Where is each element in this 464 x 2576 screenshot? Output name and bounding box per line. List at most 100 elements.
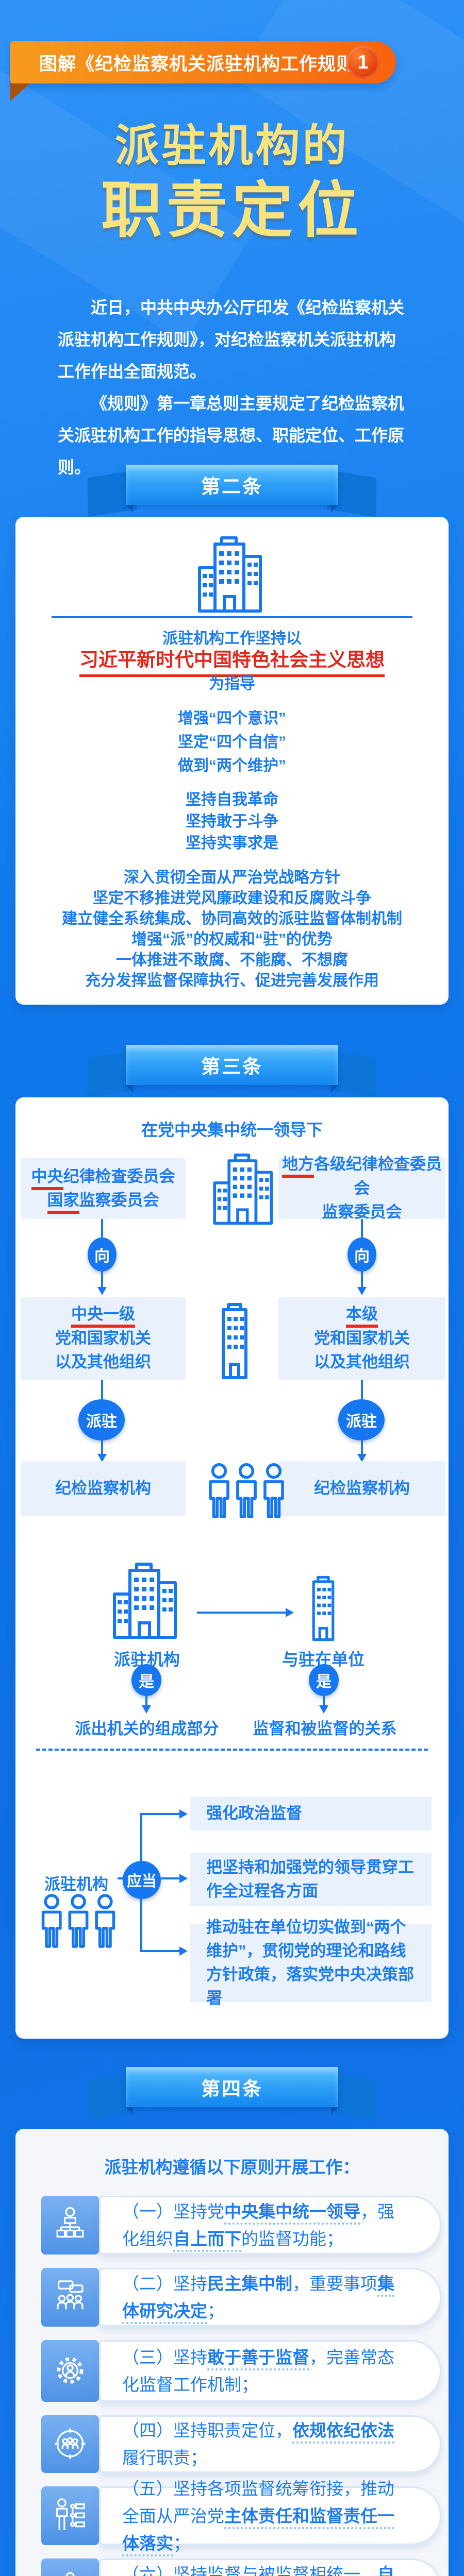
highlight-text: 习近平新时代中国特色社会主义思想: [79, 649, 385, 677]
banner-label: 第三条: [126, 1045, 338, 1085]
local-rest: 各级纪律检查委员会: [314, 1155, 442, 1197]
organ-line: 党和国家机关: [314, 1329, 410, 1347]
slogan-line: 坚持自我革命: [186, 791, 278, 808]
dashed-divider: [36, 1749, 428, 1751]
item-text: ；: [173, 2533, 190, 2553]
item-text: ，重要事项: [292, 2274, 377, 2293]
connector-line: [361, 1380, 363, 1399]
connector-line: [197, 1612, 286, 1614]
item-text: ，完善常态化监督工作机制；: [122, 2348, 394, 2394]
arrow-right-icon: [179, 1809, 188, 1819]
yingdang-circle: 应当: [123, 1861, 161, 1899]
article2-highlight: 习近平新时代中国特色社会主义思想: [0, 644, 464, 677]
shi-circle: 是: [309, 1664, 339, 1696]
central-rest: 纪律检查委员会: [63, 1167, 175, 1185]
intro-paragraphs: 近日，中共中央办公厅印发《纪检监察机关派驻机构工作规则》，对纪检监察机关派驻机构…: [58, 292, 408, 483]
item-text: （二）坚持: [122, 2274, 207, 2293]
article4-header: 派驻机构遵循以下原则开展工作：: [104, 2158, 360, 2177]
local-committee-box: 地方各级纪律检查委员会 监察委员会: [278, 1155, 445, 1222]
slogan-line: 做到“两个维护”: [178, 757, 286, 774]
connector-line: [361, 1272, 363, 1287]
item-text: （五）坚持各项监督统筹衔接，推动全面从严治党: [122, 2479, 394, 2526]
connector-line: [361, 1440, 363, 1454]
person-arrows-icon: [41, 2558, 99, 2576]
article2-group2: 坚持自我革命 坚持敢于斗争 坚持实事求是: [0, 789, 464, 854]
arrow-right-icon: [179, 1874, 188, 1883]
item-em: 主体责任和监督责任一体落实: [122, 2506, 394, 2556]
article2-lead: 派驻机构工作坚持以: [162, 630, 302, 647]
building-icon: [209, 1153, 281, 1226]
xiang-circle: 向: [347, 1238, 376, 1272]
arrow-down-icon: [319, 1705, 328, 1714]
central-organ-box: 中央一级 党和国家机关 以及其他组织: [21, 1297, 186, 1380]
people-icon: [205, 1463, 288, 1518]
xiang-circle: 向: [88, 1238, 117, 1272]
organ-line: 以及其他组织: [314, 1353, 410, 1371]
article3-header: 在党中央集中统一领导下: [141, 1121, 323, 1139]
building-icon: [209, 1302, 260, 1380]
people-icon: [40, 1892, 117, 1950]
arrow-down-icon: [357, 1287, 367, 1295]
divider-line: [52, 616, 412, 618]
item-em: 依规依纪依法: [292, 2421, 394, 2444]
intro-p2: 《规则》第一章总则主要规定了纪检监察机关派驻机构工作的指导思想、职能定位、工作原…: [58, 394, 405, 477]
connector-line: [101, 1272, 103, 1287]
central-level-bold: 中央一级: [71, 1305, 135, 1328]
gear-person-icon: [41, 2340, 99, 2402]
central-bold: 中央: [31, 1167, 63, 1190]
banner-article2: 第二条: [88, 465, 376, 517]
ribbon-fold: [10, 83, 30, 101]
verdict-right: 监督和被监督的关系: [253, 1720, 397, 1738]
article2-group1: 增强“四个意识” 坚定“四个自信” 做到“两个维护”: [0, 707, 464, 778]
state-rest: 监察委员会: [79, 1191, 159, 1209]
banner-article4: 第四条: [88, 2067, 376, 2120]
principle-item: （六）坚持监督与被监督相统一，自觉接受各方面监督。: [99, 2558, 441, 2576]
connector-line: [140, 1813, 179, 1815]
item-text: 的监督功能；: [241, 2229, 343, 2248]
article2-group3: 深入贯彻全面从严治党战略方针 坚定不移推进党风廉政建设和反腐败斗争 建立健全系统…: [0, 868, 464, 991]
intro-p1: 近日，中共中央办公厅印发《纪检监察机关派驻机构工作规则》，对纪检监察机关派驻机构…: [58, 298, 405, 381]
local-bold: 地方: [282, 1155, 314, 1178]
arrow-down-icon: [142, 1705, 151, 1714]
banner-fold-left: [126, 1085, 133, 1092]
principle-item: （一）坚持党中央集中统一领导，强化组织自上而下的监督功能；: [99, 2196, 441, 2255]
banner-fold-left: [126, 2107, 133, 2114]
connector-line: [145, 1696, 147, 1705]
principle-item: （五）坚持各项监督统筹衔接，推动全面从严治党主体责任和监督责任一体落实；: [99, 2479, 441, 2556]
page-title-line1: 派驻机构的: [114, 121, 350, 171]
paizhu-circle: 派驻: [78, 1399, 125, 1440]
agency-box: 纪检监察机构: [278, 1461, 445, 1516]
connector-line: [140, 1950, 179, 1952]
person-checklist-icon: [41, 2486, 99, 2545]
item-em: 敢于善于监督: [207, 2348, 309, 2370]
article2-tail: 为指导: [209, 675, 255, 692]
arrow-down-icon: [97, 1454, 107, 1462]
item-em: 自上而下: [173, 2229, 241, 2252]
slogan-line: 一体推进不敢腐、不能腐、不想腐: [116, 952, 348, 969]
dispatched-agency-building-icon: [106, 1562, 188, 1640]
state-bold: 国家: [47, 1191, 79, 1214]
slogan-line: 坚定“四个自信”: [178, 734, 286, 751]
banner-label: 第四条: [126, 2067, 338, 2107]
duty-box: 强化政治监督: [190, 1797, 432, 1831]
bracket-line: [140, 1899, 142, 1952]
slogan-line: 坚定不移推进党风廉政建设和反腐败斗争: [93, 890, 371, 907]
meeting-icon: [41, 2268, 99, 2327]
item-em: 自觉接受各方面监督: [122, 2565, 394, 2576]
verdict-left: 派出机关的组成部分: [75, 1720, 219, 1738]
duty-box: 把坚持和加强党的领导贯穿工作全过程各方面: [190, 1853, 432, 1906]
principle-item: （三）坚持敢于善于监督，完善常态化监督工作机制；: [99, 2340, 441, 2402]
shi-circle: 是: [131, 1664, 161, 1696]
part-number-badge: 1: [346, 46, 379, 79]
paizhu-circle: 派驻: [338, 1399, 385, 1440]
banner-fold-right: [331, 505, 338, 512]
slogan-line: 增强“四个意识”: [178, 710, 286, 727]
slogan-line: 充分发挥监督保障执行、促进完善发展作用: [85, 972, 379, 989]
host-unit-building-icon: [300, 1575, 346, 1641]
local-rest2: 监察委员会: [322, 1203, 402, 1222]
org-chart-icon: [41, 2196, 99, 2255]
item-text: ，强化组织: [122, 2202, 394, 2248]
same-level-bold: 本级: [346, 1305, 378, 1328]
item-text: （三）坚持: [122, 2348, 207, 2367]
bracket-line: [140, 1813, 142, 1861]
